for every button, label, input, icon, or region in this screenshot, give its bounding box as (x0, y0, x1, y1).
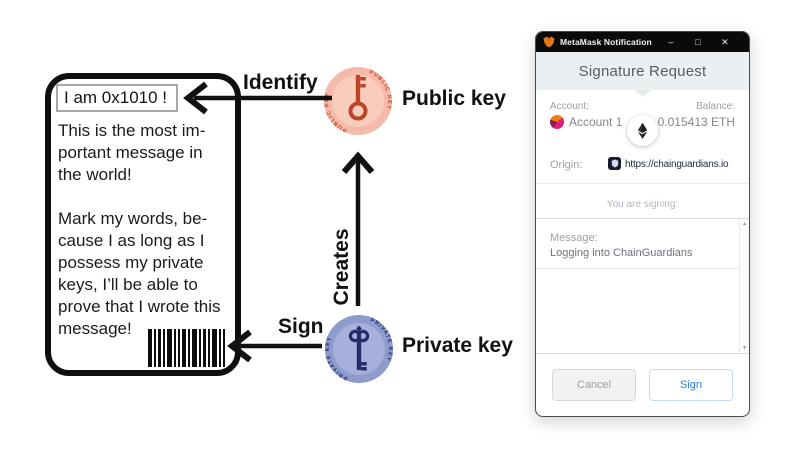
message-card (45, 73, 241, 376)
public-key-label: Public key (402, 87, 506, 110)
minimize-button[interactable]: – (668, 37, 674, 47)
site-favicon-icon (608, 157, 621, 170)
creates-arrowhead (341, 151, 375, 174)
signing-diagram: I am 0x1010 ! This is the most im- porta… (45, 67, 513, 383)
private-key-badge: PRIVATE KEY PRIVATE KEY (325, 315, 393, 383)
card-paragraph-1: This is the most im- portant message in … (58, 121, 206, 184)
message-highlight-box: I am 0x1010 ! (56, 84, 178, 112)
sign-button[interactable]: Sign (649, 369, 733, 401)
message-divider (536, 268, 739, 269)
balance-label: Balance: (696, 101, 735, 112)
key-icon (348, 75, 368, 121)
account-name: Account 1 (569, 115, 623, 129)
sign-label: Sign (278, 315, 324, 338)
header-title: Signature Request (578, 62, 707, 80)
cancel-button[interactable]: Cancel (552, 369, 636, 401)
message-panel: Message: Logging into ChainGuardians ▲ ▼ (536, 218, 749, 354)
origin-label: Origin: (550, 159, 583, 171)
maximize-button[interactable]: □ (695, 37, 701, 47)
scroll-down-icon[interactable]: ▼ (742, 345, 747, 351)
private-key-label: Private key (402, 334, 513, 357)
card-paragraph-2: Mark my words, be- cause I as long as I … (58, 209, 221, 338)
metamask-fox-icon (543, 36, 555, 48)
balance-value: 0.015413 ETH (657, 115, 735, 129)
message-label: Message: (550, 232, 598, 244)
account-avatar (550, 115, 564, 129)
creates-label: Creates (330, 228, 353, 306)
ethereum-logo (627, 115, 658, 146)
public-key-badge: PUBLIC KEY PUBLIC KEY (324, 67, 392, 135)
eth-diamond-icon (637, 122, 648, 139)
signature-request-header: Signature Request (536, 52, 749, 97)
section-divider (536, 183, 749, 184)
signing-caption: You are signing: (606, 199, 679, 210)
origin-url: https://chainguardians.io (625, 159, 729, 170)
window-title: MetaMask Notification (560, 37, 652, 47)
metamask-window: MetaMask Notification – □ ✕ Signature Re… (535, 31, 750, 417)
header-notch-icon (633, 90, 652, 97)
barcode-icon (148, 329, 225, 367)
account-label: Account: (550, 101, 589, 112)
close-button[interactable]: ✕ (721, 37, 729, 47)
message-value: Logging into ChainGuardians (550, 247, 693, 259)
scroll-up-icon[interactable]: ▲ (742, 221, 747, 227)
identify-label: Identify (243, 71, 318, 94)
message-scrollbar[interactable]: ▲ ▼ (739, 219, 749, 353)
window-titlebar[interactable]: MetaMask Notification – □ ✕ (536, 32, 749, 52)
